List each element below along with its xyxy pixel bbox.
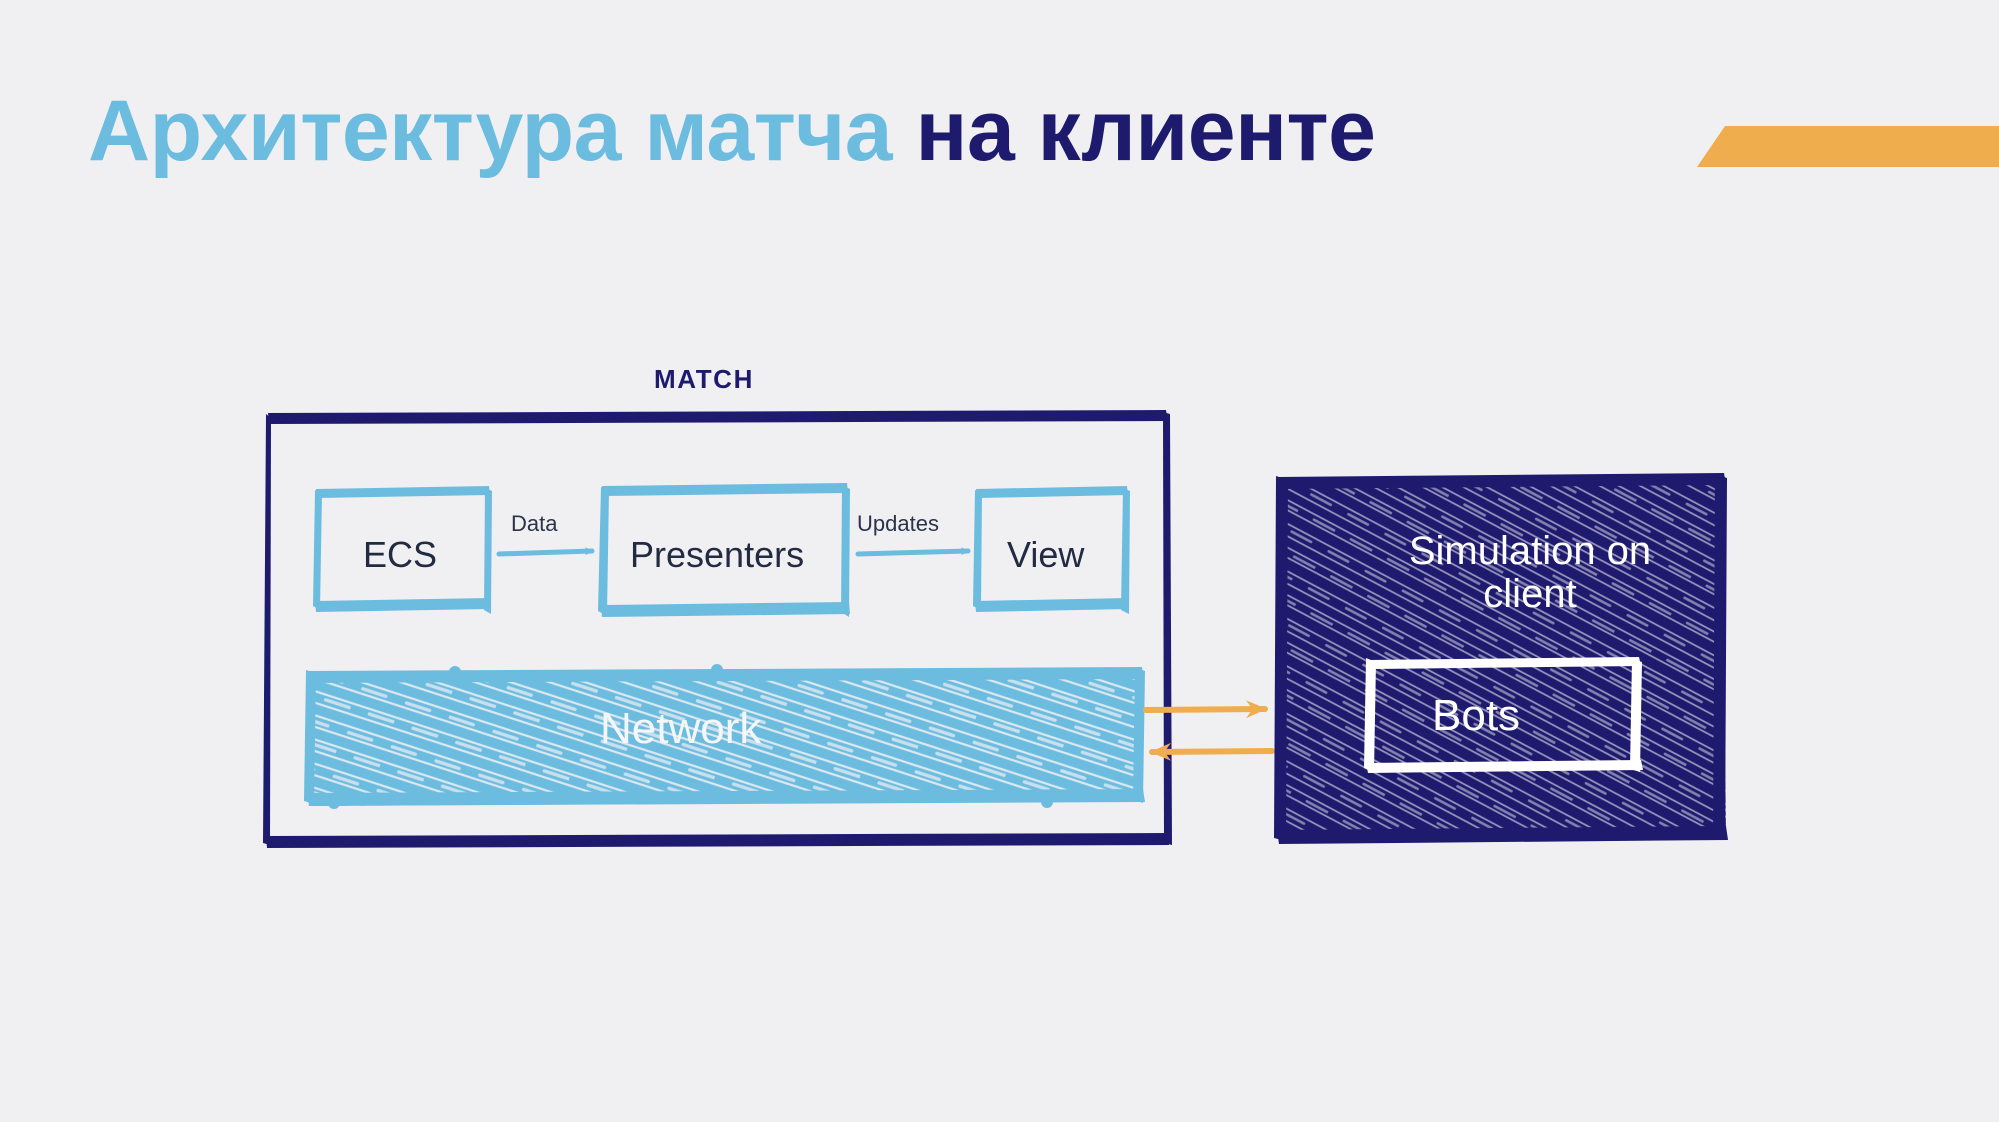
node-view-label: View [1007,534,1085,575]
edge-label-data: Data [511,511,558,536]
node-view[interactable] [973,486,1130,614]
edge-label-updates: Updates [857,511,939,536]
node-presenters[interactable] [598,483,850,617]
edge-presenters-to-view [855,547,971,557]
node-presenters-label: Presenters [630,534,805,575]
edge-ecs-to-presenters [496,547,595,557]
match-container-title: MATCH [654,364,754,394]
page-title-primary: Архитектура матча [88,83,893,179]
match-container[interactable] [263,410,1172,848]
node-bots[interactable] [1364,657,1643,773]
node-network-label: Network [600,704,762,753]
node-simulation-label: Simulation on client [1408,529,1652,617]
title-accent-bar [1697,126,1999,167]
node-bots-label: Bots [1432,691,1521,740]
page-title: Архитектура матча на клиенте [88,88,1376,174]
node-network[interactable] [304,664,1145,809]
page-title-accent: на клиенте [915,83,1376,179]
node-ecs[interactable] [313,486,492,614]
node-ecs-label: ECS [363,534,438,575]
